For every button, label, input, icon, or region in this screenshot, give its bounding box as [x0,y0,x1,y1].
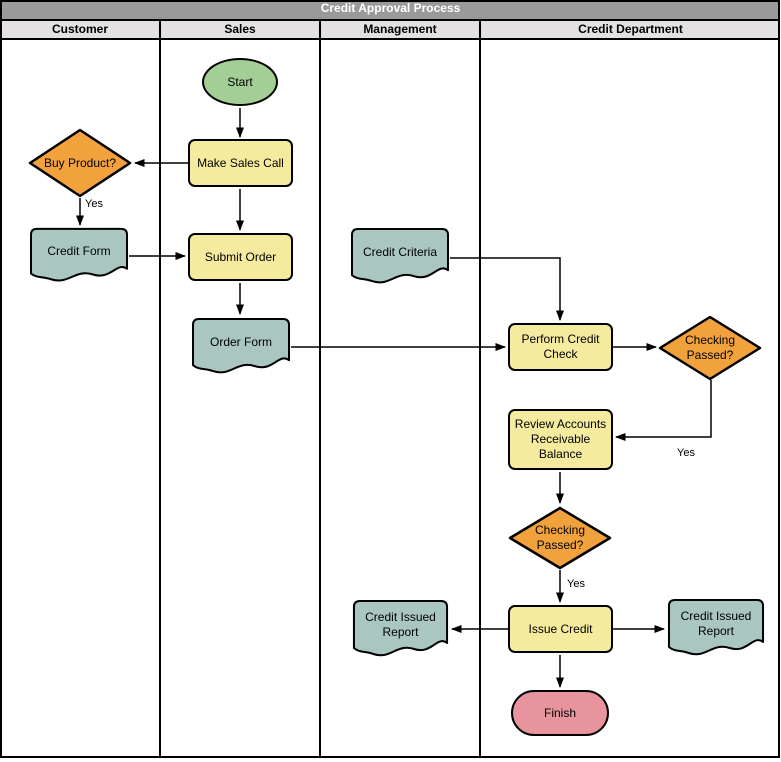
node-credit-criteria[interactable]: Credit Criteria [350,227,450,286]
lane-header-management: Management [363,22,437,36]
node-start[interactable]: Start [202,58,278,106]
node-checking-passed-2[interactable]: Checking Passed? [508,506,612,570]
node-credit-issued-report-management[interactable]: Credit Issued Report [352,599,449,659]
node-label: Credit Form [47,243,111,258]
edge-credit-criteria-to-perform-credit-check[interactable] [450,257,564,321]
node-label: Checking Passed? [534,523,586,552]
edge-label-yes: Yes [85,198,103,210]
node-checking-passed-1[interactable]: Checking Passed? [658,315,762,381]
node-finish[interactable]: Finish [511,690,609,736]
node-review-accounts[interactable]: Review Accounts Receivable Balance [508,409,613,470]
pool-title: Credit Approval Process [320,1,461,15]
node-perform-credit-check[interactable]: Perform Credit Check [508,323,613,371]
lane-header-credit-department: Credit Department [578,22,683,36]
node-buy-product[interactable]: Buy Product? [28,128,132,198]
node-credit-form[interactable]: Credit Form [29,227,129,284]
node-label: Checking Passed? [684,333,736,362]
lane-header-customer: Customer [51,22,108,36]
node-label: Credit Issued Report [680,608,752,638]
edge-label-yes: Yes [677,447,695,459]
edge-checking-passed-1-to-review-accounts[interactable] [615,380,712,441]
node-submit-order[interactable]: Submit Order [188,233,293,281]
lane-header-sales: Sales [224,22,256,36]
node-order-form[interactable]: Order Form [191,317,291,376]
node-credit-issued-report-credit[interactable]: Credit Issued Report [667,598,765,658]
node-issue-credit[interactable]: Issue Credit [508,605,613,653]
node-label: Credit Issued Report [365,609,436,639]
node-make-sales-call[interactable]: Make Sales Call [188,139,293,187]
edge-label-yes: Yes [567,578,585,590]
node-label: Order Form [209,334,272,349]
node-label: Credit Criteria [362,244,437,259]
node-label: Buy Product? [43,155,117,170]
